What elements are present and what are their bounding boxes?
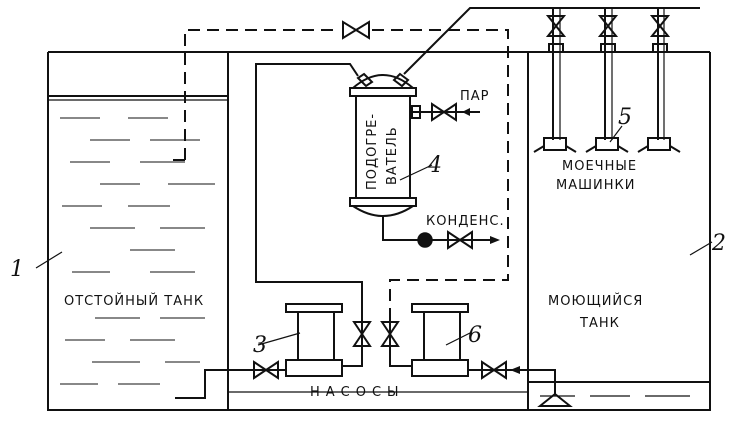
pump-6: 6 <box>411 303 482 377</box>
callout-2: 2 <box>711 231 726 256</box>
tank-outlines <box>47 51 711 411</box>
callout-5: 5 <box>618 105 632 130</box>
heater: ПОДОГРЕ- ВАТЕЛЬ 4 <box>349 72 442 217</box>
callout-4: 4 <box>427 153 442 178</box>
outer-hull <box>47 52 711 411</box>
pump-3: 3 <box>253 303 343 377</box>
steam-label: ПАР <box>460 89 490 104</box>
heater-label-1: ПОДОГРЕ- <box>365 113 380 190</box>
callout-3: 3 <box>253 333 267 358</box>
pump-3-body <box>297 311 335 361</box>
washing-machine-head <box>637 137 681 153</box>
valve-icon <box>597 15 619 37</box>
valve-icon <box>342 20 370 40</box>
pump-piping <box>175 320 556 399</box>
heater-inlet-pipe <box>255 63 363 320</box>
pumps-label: НАСОСЫ <box>310 385 405 400</box>
washing-machines: МОЕЧНЫЕ МАШИНКИ 5 <box>533 8 681 193</box>
valve-icon <box>545 15 567 37</box>
washing-machines-label-1: МОЕЧНЫЕ <box>562 159 637 174</box>
heater-outlet-pipe <box>403 7 700 75</box>
condensate-label: КОНДЕНС. <box>426 214 505 229</box>
condensate-outlet: КОНДЕНС. <box>382 214 505 250</box>
steam-inlet: ПАР <box>410 89 490 122</box>
callout-6: 6 <box>468 323 482 348</box>
settling-tank-label: ОТСТОЙНЫЙ ТАНК <box>64 293 204 309</box>
valve-icon <box>649 15 671 37</box>
recirculation-line <box>170 20 509 320</box>
washing-machines-label-2: МАШИНКИ <box>556 178 635 193</box>
pump-6-body <box>423 311 461 361</box>
callout-1: 1 <box>10 257 24 282</box>
settling-tank: ОТСТОЙНЫЙ ТАНК 1 <box>10 95 228 385</box>
heater-bottom-cap <box>349 205 417 217</box>
washing-tank-label-2: ТАНК <box>579 316 620 331</box>
heater-body <box>355 95 411 199</box>
washing-tank: МОЮЩИЙСЯ ТАНК 2 <box>528 231 726 407</box>
heater-label-2: ВАТЕЛЬ <box>385 126 400 185</box>
suction-nozzle <box>537 392 573 407</box>
steam-trap-icon <box>417 232 433 248</box>
washing-machine-head <box>533 137 577 153</box>
washing-tank-label-1: МОЮЩИЙСЯ <box>548 293 643 309</box>
washing-machine-head <box>585 137 629 153</box>
settling-liquid-hatching <box>60 117 215 385</box>
